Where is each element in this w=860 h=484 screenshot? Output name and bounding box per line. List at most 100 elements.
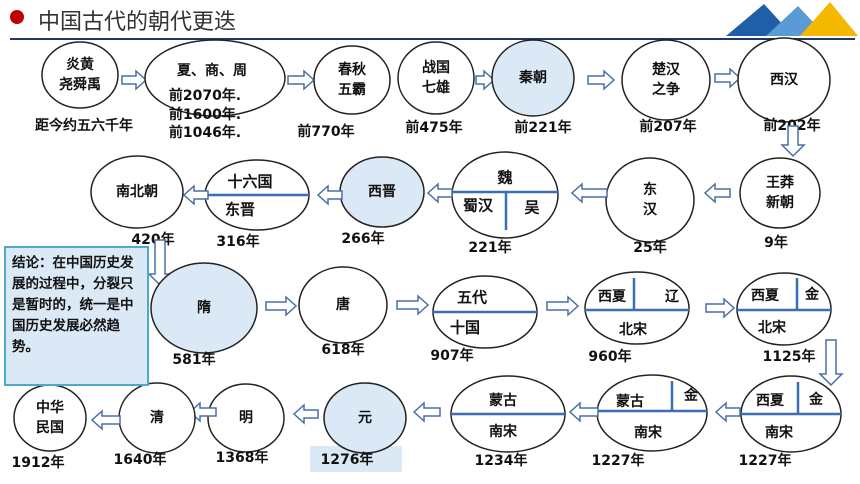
node-yuan	[323, 382, 407, 454]
node-zhanguo-label: 七雄	[422, 79, 450, 96]
arrow-down	[818, 339, 844, 387]
node-donghan-label: 汉	[643, 202, 658, 218]
node-wudai-label: 十国	[450, 319, 480, 337]
node-qin-label: 秦朝	[518, 69, 547, 86]
node-liao-song	[584, 271, 690, 345]
node-jin-song-label: 金	[804, 286, 820, 303]
arrow	[570, 182, 608, 204]
node-sanguo-label: 蜀汉	[463, 197, 494, 215]
node-ming-year: 1368年	[216, 449, 269, 466]
arrow	[287, 69, 316, 91]
node-qin	[491, 39, 575, 117]
node-wangmang-label: 王莽	[766, 174, 795, 191]
node-chunqiu-label: 五霸	[338, 82, 366, 98]
node-shiliuguo-label: 东晋	[225, 201, 255, 219]
node-shiliuguo-label: 十六国	[227, 173, 272, 191]
node-tang	[298, 266, 388, 344]
node-yanhuang-year: 距今约五六千年	[35, 117, 133, 134]
node-zhanguo-year: 前475年	[405, 119, 462, 136]
node-sanguo-label: 吴	[524, 199, 539, 217]
arrow-down	[780, 125, 806, 158]
node-xiashangzhou-label: 夏、商、周	[177, 62, 247, 79]
node-yuan-year: 1276年	[321, 451, 374, 468]
node-wudai-label: 五代	[457, 289, 487, 307]
node-wangmang	[739, 157, 821, 229]
node-xiashangzhou	[144, 39, 286, 117]
node-sanguo-label: 魏	[496, 169, 512, 187]
arrow	[714, 401, 741, 423]
arrow	[121, 69, 148, 91]
node-xihan-label: 西汉	[770, 72, 799, 88]
mountain-logo	[726, 2, 858, 36]
node-jin-song-year: 1125年	[763, 348, 816, 365]
node-chuhan-year: 前207年	[639, 118, 696, 135]
node-chunqiu-label: 春秋	[337, 61, 367, 78]
node-ming	[207, 383, 285, 453]
node-chuhan-label: 之争	[652, 81, 680, 98]
arrow	[426, 182, 453, 204]
node-jin-song-label: 西夏	[751, 287, 780, 304]
node-menggu-jin-label: 南宋	[634, 424, 663, 441]
node-tang-year: 618年	[321, 341, 364, 358]
page-title: 中国古代的朝代更迭	[38, 10, 237, 35]
node-xiashangzhou-label: 前1600年.	[169, 106, 241, 123]
node-yuan-label: 元	[358, 410, 372, 426]
node-menggu-jin-label: 金	[683, 387, 699, 404]
node-shiliuguo-year: 316年	[216, 233, 259, 250]
node-liao-song-label: 北宋	[619, 321, 648, 338]
node-chunqiu	[313, 45, 391, 115]
arrow	[182, 184, 209, 206]
node-donghan-label: 东	[643, 181, 657, 198]
node-xixia-nan-label: 金	[808, 391, 824, 408]
title-underline	[10, 38, 855, 40]
node-menggu-jin-label: 蒙古	[616, 393, 644, 410]
node-minguo-label: 中华	[36, 399, 64, 416]
arrow	[292, 403, 319, 425]
node-xiashangzhou-label: 前2070年.	[169, 87, 241, 104]
node-xihan	[737, 37, 831, 123]
node-jin-song-label: 北宋	[758, 319, 787, 336]
node-wangmang-label: 新朝	[766, 194, 794, 211]
node-minguo-label: 民国	[36, 420, 64, 436]
node-liao-song-label: 辽	[665, 289, 680, 305]
conclusion-box: 结论：在中国历史发展的过程中，分裂只是暂时的，统一是中国历史发展必然趋势。	[4, 246, 149, 386]
node-sanguo-year: 221年	[468, 239, 511, 256]
arrow	[90, 409, 121, 431]
node-xijin-year: 266年	[341, 230, 384, 247]
node-zhanguo-label: 战国	[422, 59, 450, 76]
arrow	[546, 295, 580, 317]
arrow	[412, 401, 441, 423]
node-chuhan-label: 楚汉	[651, 61, 681, 78]
node-wangmang-year: 9年	[764, 234, 788, 251]
title-bullet	[10, 10, 24, 24]
node-menggu-nan-label: 南宋	[489, 423, 518, 440]
node-menggu-nan-year: 1234年	[475, 452, 528, 469]
node-qin-year: 前221年	[514, 119, 571, 136]
node-yanhuang-label: 炎黄	[66, 56, 94, 73]
node-liao-song-year: 960年	[588, 348, 631, 365]
arrow	[568, 401, 599, 423]
node-minguo-year: 1912年	[12, 454, 65, 471]
node-nanbei	[90, 155, 184, 229]
arrow	[475, 69, 496, 91]
node-donghan-year: 25年	[633, 239, 666, 256]
node-nanbei-label: 南北朝	[116, 183, 158, 200]
node-sui-year: 581年	[172, 351, 215, 368]
node-chunqiu-year: 前770年	[297, 123, 354, 140]
node-chuhan	[621, 39, 711, 121]
arrow	[587, 69, 616, 91]
arrow	[265, 295, 298, 317]
node-wudai-year: 907年	[430, 347, 473, 364]
node-qing-label: 清	[150, 409, 164, 426]
node-sui-label: 隋	[197, 299, 211, 316]
node-xixia-nan-year: 1227年	[739, 452, 792, 469]
node-xixia-nan-label: 西夏	[756, 392, 785, 409]
arrow	[703, 182, 731, 204]
node-donghan	[605, 157, 695, 243]
node-yanhuang	[41, 41, 119, 109]
node-xijin-label: 西晋	[368, 184, 396, 200]
node-liao-song-label: 西夏	[598, 288, 627, 305]
arrow	[714, 67, 742, 89]
node-xiashangzhou-label: 前1046年.	[169, 124, 241, 141]
